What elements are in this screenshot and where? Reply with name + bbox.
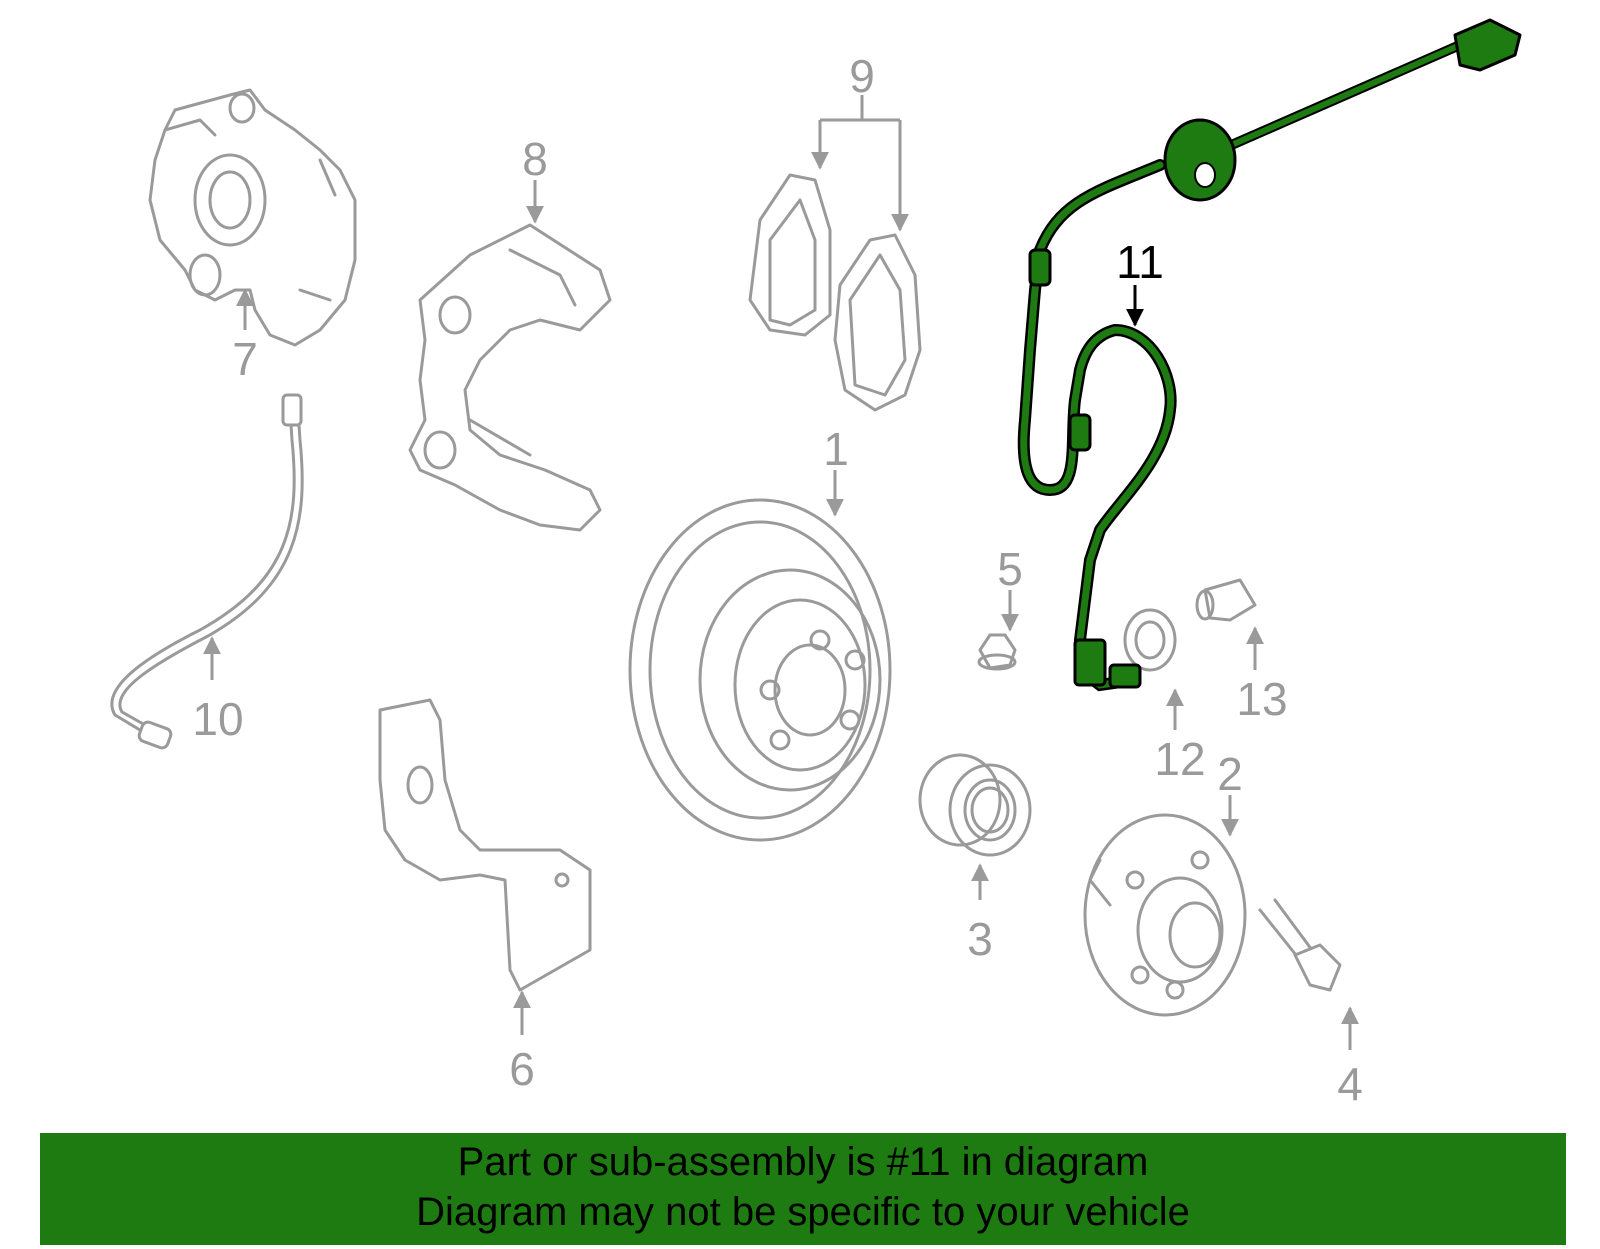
wheel-hub-part-2[interactable] (1083, 813, 1247, 1017)
bolt-part-4[interactable] (1258, 898, 1342, 992)
brake-rotor-part-1[interactable] (628, 498, 892, 842)
caliper-part-7[interactable] (148, 88, 357, 347)
seal-part-12[interactable] (1123, 608, 1177, 672)
callout-10: 10 (192, 693, 243, 745)
callout-labels: 1 2 3 4 5 6 7 8 9 10 11 12 13 (192, 50, 1362, 1110)
banner-line-disclaimer: Diagram may not be specific to your vehi… (416, 1190, 1190, 1234)
info-banner: Part or sub-assembly is #11 in diagram D… (40, 1133, 1566, 1245)
callout-12: 12 (1154, 733, 1205, 785)
wheel-bearing-part-3[interactable] (918, 753, 1032, 857)
brake-hose-part-10[interactable] (110, 393, 304, 750)
banner-line-part: Part or sub-assembly is #11 in diagram (457, 1140, 1149, 1184)
splash-shield-part-6[interactable] (378, 698, 592, 992)
callout-11: 11 (1116, 236, 1164, 288)
bushing-part-13[interactable] (1195, 578, 1257, 622)
abs-sensor-part-11[interactable] (1017, 18, 1522, 692)
callout-6: 6 (509, 1043, 535, 1095)
caliper-bracket-part-8[interactable] (408, 223, 612, 532)
callout-lines (203, 95, 1359, 1050)
callout-3: 3 (967, 913, 993, 965)
brake-pads-part-9[interactable] (748, 173, 922, 412)
callout-4: 4 (1337, 1058, 1363, 1110)
callout-13: 13 (1236, 673, 1287, 725)
nut-part-5[interactable] (977, 633, 1017, 671)
callout-5: 5 (997, 543, 1023, 595)
callout-2: 2 (1217, 748, 1243, 800)
callout-9: 9 (849, 50, 875, 102)
callout-1: 1 (823, 423, 849, 475)
callout-8: 8 (522, 133, 548, 185)
callout-7: 7 (232, 333, 258, 385)
